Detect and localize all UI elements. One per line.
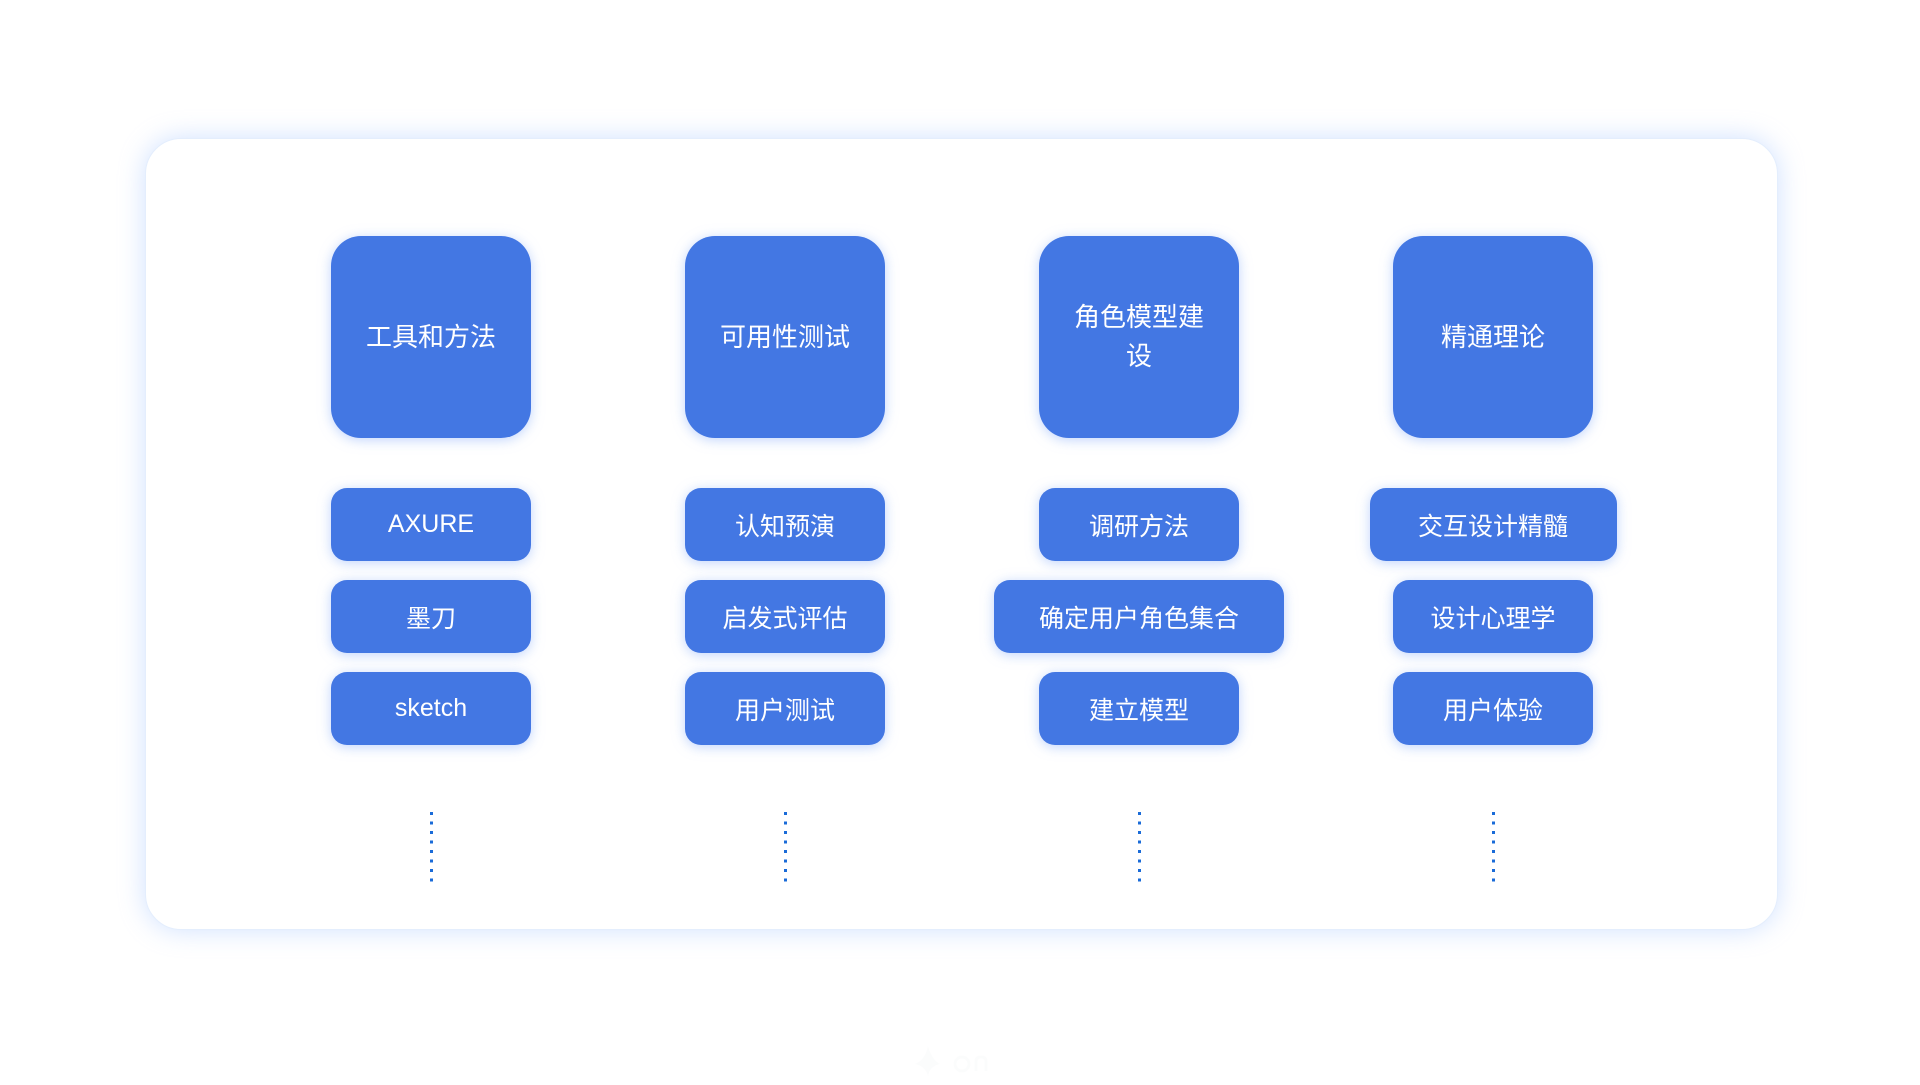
node-item-user-experience[interactable]: 用户体验 (1393, 672, 1593, 745)
node-item-user-testing[interactable]: 用户测试 (685, 672, 885, 745)
node-header-label: 精通理论 (1440, 321, 1545, 352)
node-header-persona-modeling[interactable]: 角色模型建设 (1039, 236, 1239, 438)
node-item-label: sketch (394, 694, 468, 722)
item-list: 调研方法 确定用户角色集合 建立模型 (994, 488, 1284, 745)
node-header-master-theory[interactable]: 精通理论 (1393, 236, 1593, 438)
node-header-label: 角色模型建设 (1073, 302, 1204, 371)
diagram-columns: 工具和方法 AXURE 墨刀 sketch 可用性测试 认 (146, 139, 1777, 882)
item-list: 认知预演 启发式评估 用户测试 (685, 488, 885, 745)
node-item-label: 调研方法 (1088, 512, 1189, 541)
item-list: AXURE 墨刀 sketch (331, 488, 531, 745)
node-item-label: 启发式评估 (722, 604, 848, 633)
node-item-label: 确定用户角色集合 (1038, 604, 1239, 633)
node-item-label: 用户测试 (734, 696, 835, 725)
watermark (900, 1040, 1050, 1080)
node-item-label: AXURE (387, 510, 475, 538)
node-item-label: 交互设计精髓 (1417, 512, 1568, 541)
node-item-define-user-persona-set[interactable]: 确定用户角色集合 (994, 580, 1284, 653)
node-item-modao[interactable]: 墨刀 (331, 580, 531, 653)
dotted-connector (429, 812, 433, 882)
node-item-cognitive-walkthrough[interactable]: 认知预演 (685, 488, 885, 561)
node-item-design-psychology[interactable]: 设计心理学 (1393, 580, 1593, 653)
dotted-connector (1137, 812, 1141, 882)
node-header-usability-testing[interactable]: 可用性测试 (685, 236, 885, 438)
node-header-tools-and-methods[interactable]: 工具和方法 (331, 236, 531, 438)
node-header-label: 可用性测试 (719, 321, 850, 352)
node-item-label: 认知预演 (734, 512, 835, 541)
node-item-axure[interactable]: AXURE (331, 488, 531, 561)
node-item-label: 用户体验 (1442, 696, 1543, 725)
column-persona-modeling: 角色模型建设 调研方法 确定用户角色集合 建立模型 (979, 236, 1299, 882)
item-list: 交互设计精髓 设计心理学 用户体验 (1369, 488, 1617, 745)
node-item-build-model[interactable]: 建立模型 (1039, 672, 1239, 745)
node-item-label: 建立模型 (1088, 696, 1189, 725)
column-master-theory: 精通理论 交互设计精髓 设计心理学 用户体验 (1333, 236, 1653, 882)
diagram-card: 工具和方法 AXURE 墨刀 sketch 可用性测试 认 (145, 138, 1778, 930)
node-header-label: 工具和方法 (365, 321, 496, 352)
dotted-connector (1491, 812, 1495, 882)
node-item-label: 设计心理学 (1430, 604, 1556, 633)
column-tools-and-methods: 工具和方法 AXURE 墨刀 sketch (271, 236, 591, 882)
node-item-research-methods[interactable]: 调研方法 (1039, 488, 1239, 561)
node-item-essence-of-interaction-design[interactable]: 交互设计精髓 (1369, 488, 1617, 561)
column-usability-testing: 可用性测试 认知预演 启发式评估 用户测试 (625, 236, 945, 882)
node-item-label: 墨刀 (405, 604, 456, 633)
node-item-sketch[interactable]: sketch (331, 672, 531, 745)
node-item-heuristic-evaluation[interactable]: 启发式评估 (685, 580, 885, 653)
dotted-connector (783, 812, 787, 882)
